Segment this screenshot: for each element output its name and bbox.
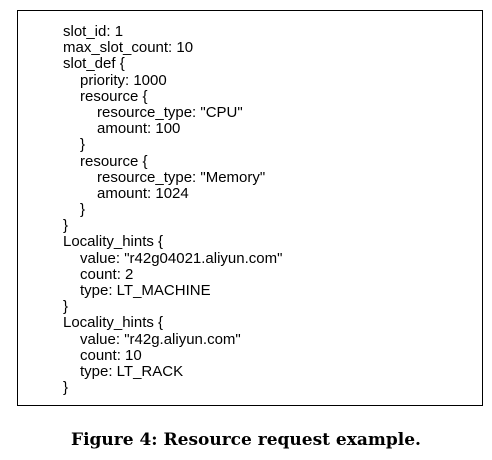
code-line: } [63,298,69,316]
code-line: slot_id: 1 [63,23,124,40]
code-line: count: 2 [80,265,134,283]
code-line: type: LT_RACK [80,362,184,380]
code-line: resource { [80,87,148,105]
code-line: priority: 1000 [80,71,167,89]
code-line: type: LT_MACHINE [80,282,211,299]
code-line: slot_def { [63,55,125,73]
code-line: resource_type: "Memory" [97,168,266,186]
code-line: value: "r42g.aliyun.com" [80,330,241,348]
code-line: value: "r42g04021.aliyun.com" [80,249,283,267]
code-line: } [80,136,86,154]
code-line: max_slot_count: 10 [63,39,194,57]
code-line: amount: 100 [97,120,181,138]
code-line: } [63,379,69,397]
code-line: resource { [80,152,148,170]
code-line: Locality_hints { [63,233,164,251]
code-line: } [80,201,86,219]
code-line: amount: 1024 [97,184,189,202]
code-line: Locality_hints { [63,314,164,332]
code-line: } [63,217,69,235]
code-line: count: 10 [80,346,142,364]
code-listing-frame [17,10,483,406]
figure-caption: Figure 4: Resource request example. [71,430,421,450]
code-line: resource_type: "CPU" [97,103,243,121]
